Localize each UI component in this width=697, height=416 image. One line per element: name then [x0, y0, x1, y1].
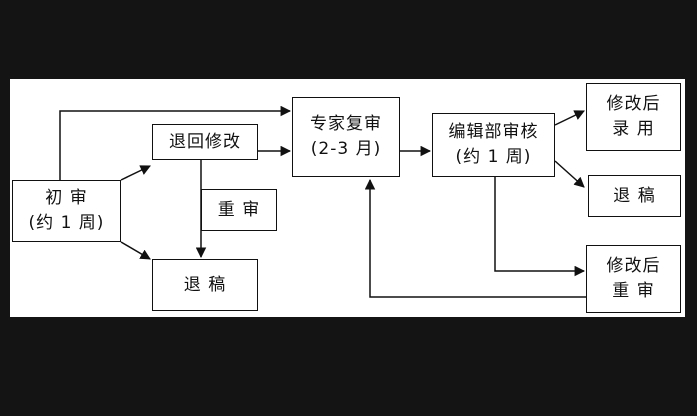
node-accept-after-revision: 修改后 录 用	[586, 83, 681, 151]
node-reject-initial: 退 稿	[152, 259, 258, 311]
arrow-editorial-to-accept	[554, 110, 585, 126]
node-re-review-mid: 重 审	[201, 189, 277, 231]
node-expert-review-line2: (2-3 月)	[310, 139, 382, 159]
node-return-revise: 退回修改	[152, 124, 258, 160]
node-re-review-mid-line1: 重 审	[217, 199, 261, 220]
flowchart-canvas: 初 审 (约 1 周) 退回修改 重 审 退 稿 专家复审 (2-3 月) 编辑…	[10, 79, 685, 317]
node-editorial-review: 编辑部审核 (约 1 周)	[432, 113, 555, 177]
node-re-review-after-revision-line1: 修改后	[606, 256, 661, 277]
node-expert-review-line1: 专家复审	[310, 114, 382, 135]
arrow-editorial-to-reject	[554, 160, 585, 188]
arrow-rereview-to-expert	[364, 178, 588, 298]
node-initial-review-line2: (约 1 周)	[28, 213, 105, 233]
node-reject-final-line1: 退 稿	[613, 185, 656, 206]
node-reject-initial-line1: 退 稿	[183, 274, 227, 295]
arrow-initial-to-return	[120, 165, 151, 181]
node-re-review-after-revision: 修改后 重 审	[586, 245, 681, 313]
node-accept-after-revision-line2: 录 用	[612, 119, 655, 139]
node-editorial-review-line1: 编辑部审核	[448, 122, 539, 143]
node-initial-review: 初 审 (约 1 周)	[12, 180, 121, 242]
node-return-revise-line1: 退回修改	[169, 131, 241, 152]
arrow-initial-to-expert	[59, 105, 292, 180]
arrow-initial-to-reject	[120, 241, 151, 260]
arrow-editorial-to-rereview	[494, 177, 586, 277]
node-expert-review: 专家复审 (2-3 月)	[292, 97, 400, 177]
node-reject-final: 退 稿	[588, 175, 681, 217]
node-initial-review-line1: 初 审	[45, 188, 88, 209]
node-accept-after-revision-line1: 修改后	[606, 94, 661, 115]
node-editorial-review-line2: (约 1 周)	[455, 147, 532, 167]
node-re-review-after-revision-line2: 重 审	[612, 281, 655, 301]
